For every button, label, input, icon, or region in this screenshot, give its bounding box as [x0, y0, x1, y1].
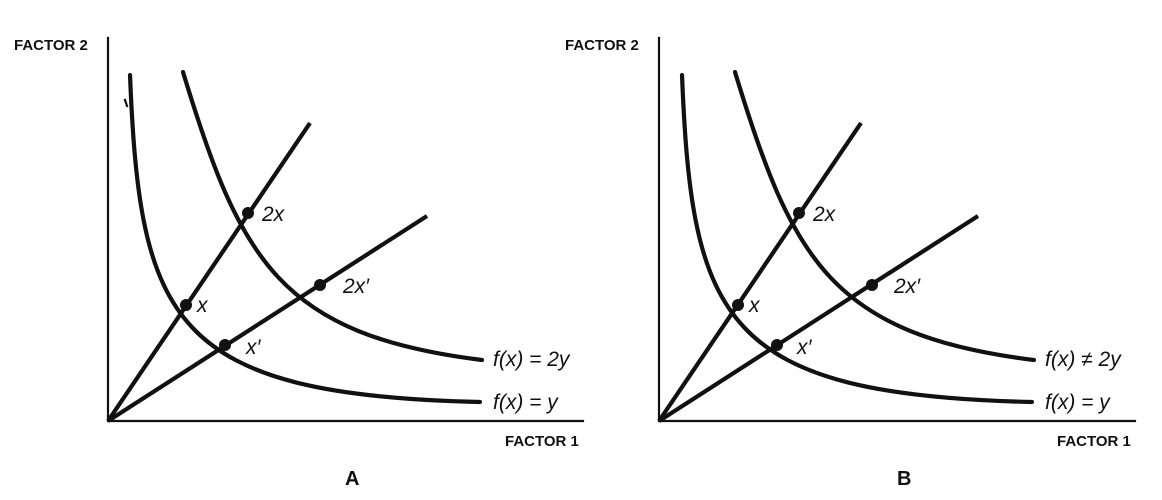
panel-a-isoquant-upper — [180, 69, 485, 363]
panel-a-label-2x: 2x — [261, 203, 286, 226]
panel-a-point-2x — [242, 207, 254, 219]
panel-a: FACTOR 2 FACTOR 1 A x 2x x′ 2x′ f(x) = 2… — [14, 36, 585, 490]
panel-a-point-x-prime — [219, 339, 231, 351]
panel-a-shallow-ray — [106, 214, 429, 423]
panel-a-curve-upper-label: f(x) = 2y — [493, 348, 571, 371]
panel-a-label-x: x — [196, 294, 209, 317]
panel-a-steep-ray — [106, 121, 312, 423]
panel-b-isoquant-lower — [679, 72, 1035, 405]
panel-b-label-2x-prime: 2x′ — [893, 275, 921, 298]
panel-a-isoquant-lower — [127, 72, 483, 405]
panel-b-y-axis-label: FACTOR 2 — [565, 37, 639, 54]
panel-b-curve-lower-label: f(x) = y — [1045, 391, 1111, 414]
panel-b-point-x — [732, 299, 744, 311]
panel-b-label-x-prime: x′ — [796, 336, 813, 359]
panel-b-curve-upper-label: f(x) ≠ 2y — [1045, 348, 1122, 371]
panel-b-label-x: x — [748, 294, 761, 317]
panel-b-shallow-ray — [657, 214, 980, 423]
panel-a-label-2x-prime: 2x′ — [342, 275, 370, 298]
panel-a-point-2x-prime — [314, 279, 326, 291]
panel-a-curve-lower-label: f(x) = y — [493, 391, 559, 414]
panel-a-axis-tick — [123, 98, 129, 108]
panel-b-label-2x: 2x — [812, 203, 837, 226]
panel-a-point-x — [180, 299, 192, 311]
panel-b: FACTOR 2 FACTOR 1 B x 2x x′ 2x′ f(x) ≠ 2… — [565, 36, 1137, 490]
panel-a-label: A — [345, 468, 359, 490]
panel-a-x-axis-label: FACTOR 1 — [505, 433, 579, 450]
panel-b-point-x-prime — [771, 339, 783, 351]
panel-b-isoquant-upper — [732, 69, 1037, 363]
panel-b-label: B — [897, 468, 911, 490]
panel-b-x-axis-label: FACTOR 1 — [1057, 433, 1131, 450]
panel-b-point-2x-prime — [866, 279, 878, 291]
panel-a-label-x-prime: x′ — [245, 336, 262, 359]
panel-a-y-axis-label: FACTOR 2 — [14, 37, 88, 54]
panel-b-point-2x — [793, 207, 805, 219]
panel-b-steep-ray — [657, 121, 863, 423]
